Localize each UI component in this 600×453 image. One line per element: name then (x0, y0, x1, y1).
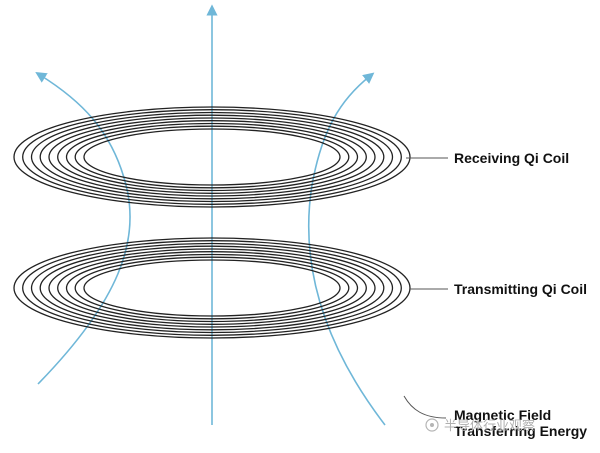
coil-turn (22, 109, 402, 205)
magnetic-field-lines (35, 4, 386, 426)
coil-turn (30, 111, 394, 203)
field-line-left (35, 72, 131, 385)
coil-turn (48, 248, 376, 328)
coil-turn (13, 106, 411, 208)
watermark-text: 半导体行业观察 (444, 419, 535, 434)
label-transmitting-coil: Transmitting Qi Coil (454, 281, 587, 297)
coil-turn (22, 240, 402, 336)
watermark: 半导体行业观察 (425, 418, 535, 434)
leader-magnetic-field (403, 395, 447, 419)
label-receiving-coil: Receiving Qi Coil (454, 150, 569, 166)
coil-turn (13, 237, 411, 339)
coil-turn (74, 125, 350, 189)
coil-turn (65, 253, 359, 323)
field-line-right (307, 72, 386, 426)
watermark-logo-icon (425, 418, 439, 432)
coil-turn (74, 256, 350, 320)
coil-turn (39, 245, 385, 331)
transmitting-qi-coil (13, 237, 411, 339)
coil-turn (83, 128, 341, 186)
leader-lines (403, 157, 448, 419)
label-magnetic-field-line1: Magnetic Field (454, 407, 551, 423)
watermark-logo-dot-icon (430, 423, 434, 427)
coil-turn (39, 114, 385, 200)
coil-turn (83, 259, 341, 317)
receiving-qi-coil (13, 106, 411, 208)
coil-turn (57, 251, 367, 325)
coil-turn (65, 122, 359, 192)
coil-turn (48, 117, 376, 197)
label-magnetic-field-line2: Transferring Energy (454, 423, 587, 439)
coil-turn (30, 242, 394, 334)
coil-turn (57, 120, 367, 194)
